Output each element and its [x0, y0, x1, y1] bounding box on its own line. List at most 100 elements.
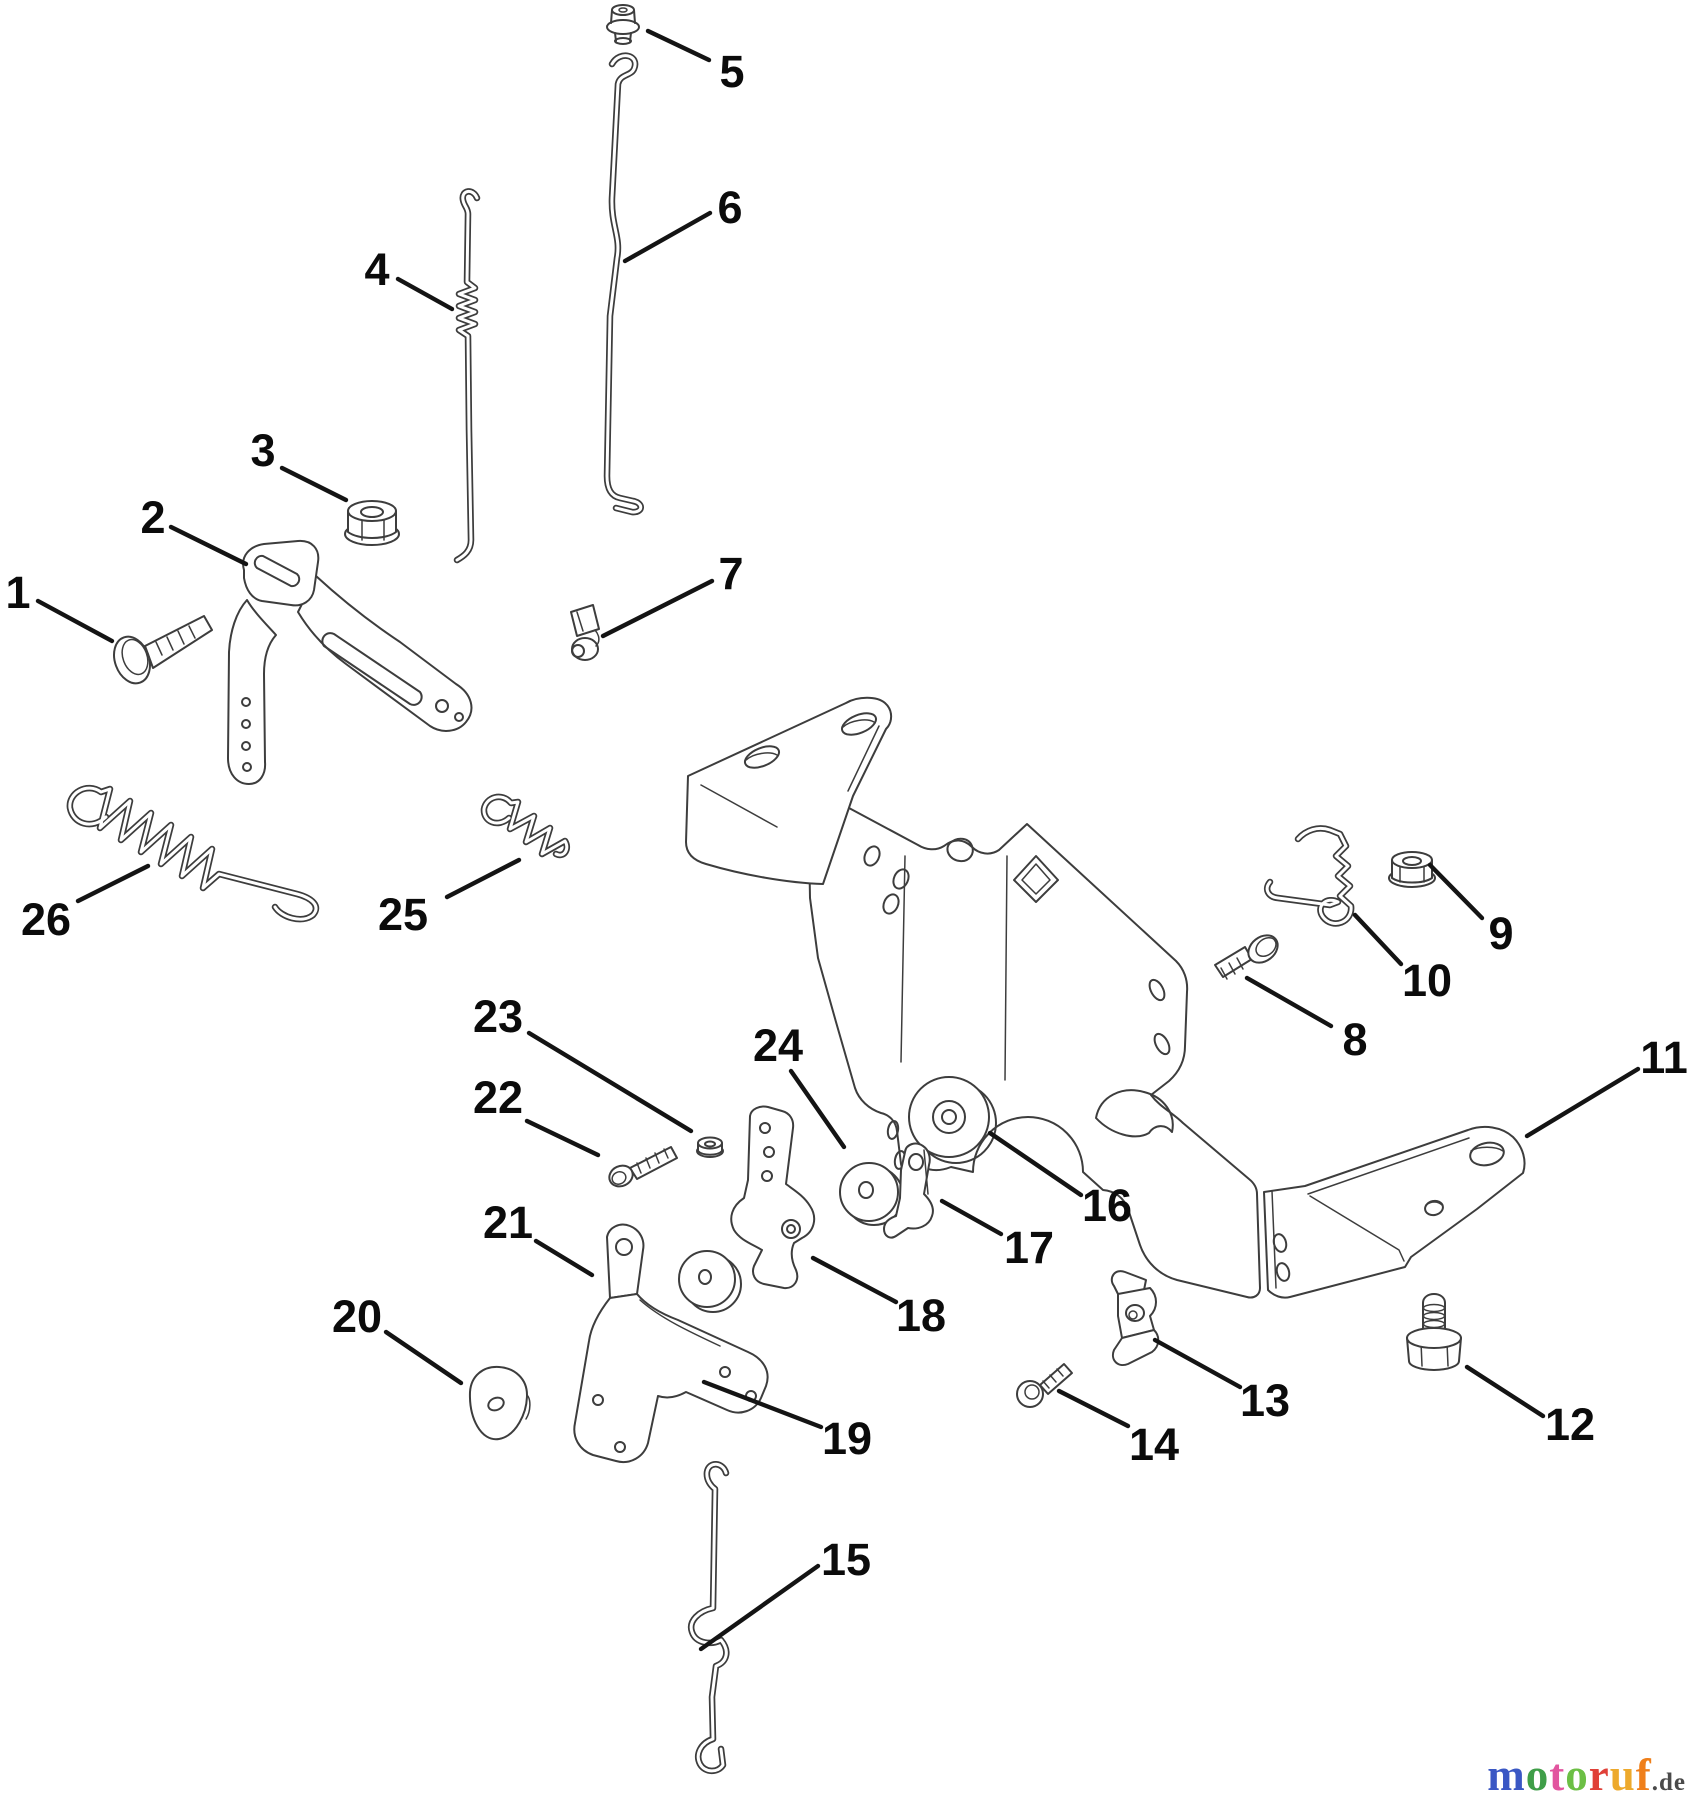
bolt-12	[1406, 1293, 1462, 1371]
bracket-2-arm-hole	[454, 712, 464, 722]
bracket-18	[730, 1105, 816, 1290]
clip-13-bottom-flap	[1112, 1329, 1160, 1366]
part-number-15: 15	[821, 1534, 871, 1585]
leader-line-26	[75, 863, 151, 904]
link-17	[883, 1142, 934, 1239]
brand-letter: m	[1487, 1750, 1526, 1800]
bracket-21-hole	[592, 1394, 604, 1406]
clip-7-ring-hole	[571, 644, 585, 658]
leader-line-10	[1352, 912, 1404, 967]
spring-26-outline	[70, 788, 316, 919]
plate-diamond-hole-inner	[1021, 863, 1051, 895]
bolt-8	[1214, 934, 1279, 980]
pulley-16-hole	[941, 1109, 957, 1125]
screw-22	[608, 1146, 678, 1188]
brand-suffix: .de	[1651, 1769, 1686, 1796]
callout-layer: 1234567891011121314151617181920212223242…	[5, 28, 1688, 1652]
screw-22-head-inner	[611, 1171, 627, 1185]
top-bracket-slot-inner	[842, 719, 875, 728]
bolt-1	[113, 615, 213, 685]
plate-tab-slot	[886, 1120, 900, 1140]
cam-disc-20-hole	[487, 1396, 505, 1412]
screw-14-head-inner	[1024, 1384, 1040, 1400]
brand-letter: u	[1609, 1750, 1636, 1800]
bracket-21-tab-hole	[615, 1238, 633, 1256]
leader-line-17	[939, 1198, 1004, 1237]
part-number-25: 25	[378, 889, 428, 940]
leader-line-25	[444, 857, 522, 900]
bracket-11	[1263, 1125, 1526, 1299]
top-bracket-slot	[840, 712, 878, 736]
bracket-18-boss-hole	[786, 1224, 796, 1234]
part-number-5: 5	[719, 46, 744, 97]
pulley-16-hub	[932, 1100, 966, 1134]
screw-14-shank	[1039, 1363, 1073, 1395]
cap-5-slot	[618, 7, 628, 13]
clip-7-box	[570, 604, 600, 637]
plate-hole	[1148, 978, 1166, 1002]
washer-24	[839, 1162, 904, 1226]
part-number-22: 22	[473, 1072, 523, 1123]
leader-line-15	[698, 1563, 821, 1652]
leader-line-5	[645, 28, 712, 63]
part-number-16: 16	[1082, 1180, 1132, 1231]
leader-line-6	[622, 210, 713, 264]
plate-hole	[863, 845, 881, 867]
plate-teardrop-hole	[946, 837, 974, 863]
pulley-16-face	[908, 1076, 990, 1158]
plate-crease	[900, 855, 906, 1063]
part-number-21: 21	[483, 1197, 533, 1248]
leader-line-19	[701, 1379, 824, 1430]
swivel-clip-7	[570, 604, 600, 661]
torsion-spring-10	[1267, 828, 1351, 923]
link-17-hole	[908, 1153, 924, 1171]
leader-line-23	[526, 1030, 694, 1134]
top-bracket-outline	[685, 696, 893, 885]
leader-line-11	[1524, 1066, 1641, 1139]
plate-kidney-cutout	[1095, 1089, 1174, 1138]
bracket-21-hole	[614, 1441, 626, 1453]
cable-clip-13	[1110, 1270, 1160, 1366]
bracket-11-large-hole	[1469, 1141, 1505, 1167]
screw-22-head	[608, 1164, 634, 1188]
plate-tab-hole	[1275, 1262, 1291, 1282]
bracket-18-hole	[761, 1170, 773, 1182]
bracket-21-hole	[719, 1366, 731, 1378]
bracket-18-outline	[730, 1105, 816, 1290]
brand-letter: o	[1525, 1750, 1550, 1800]
nut-3-top	[347, 500, 397, 522]
nut-3-hole	[360, 506, 384, 518]
rod-6-outline	[607, 56, 641, 512]
brand-watermark: motoruf.de	[1487, 1753, 1686, 1798]
bolt-1-threads	[155, 625, 196, 656]
cap-5-bottom	[614, 37, 632, 45]
leader-line-8	[1244, 975, 1334, 1029]
spring-10-core	[1265, 826, 1353, 925]
leader-line-3	[279, 465, 349, 503]
leader-line-18	[810, 1255, 899, 1305]
screw-22-threads	[636, 1148, 669, 1174]
part-number-8: 8	[1342, 1014, 1367, 1065]
extension-spring-26	[70, 788, 316, 919]
part-number-19: 19	[822, 1413, 872, 1464]
bracket-2-arm-slot	[321, 632, 423, 706]
bracket-2-arm	[297, 575, 473, 732]
pulley-16	[908, 1076, 997, 1164]
control-rod-15	[691, 1464, 726, 1771]
screw-14	[1016, 1363, 1073, 1408]
bracket-2-tab-slot	[253, 554, 301, 588]
nut-9-hole	[1402, 856, 1422, 866]
leader-line-16	[987, 1130, 1084, 1198]
bracket-11-edge	[1307, 1137, 1470, 1195]
part-number-14: 14	[1129, 1419, 1179, 1470]
leader-line-24	[788, 1068, 847, 1150]
plate-hole	[882, 893, 900, 915]
part-number-20: 20	[332, 1291, 382, 1342]
part-number-13: 13	[1240, 1375, 1290, 1426]
flange-nut-23	[696, 1136, 724, 1158]
brand-letter: r	[1588, 1750, 1610, 1800]
bolt-12-thread	[1422, 1303, 1446, 1313]
leader-line-7	[600, 578, 715, 639]
